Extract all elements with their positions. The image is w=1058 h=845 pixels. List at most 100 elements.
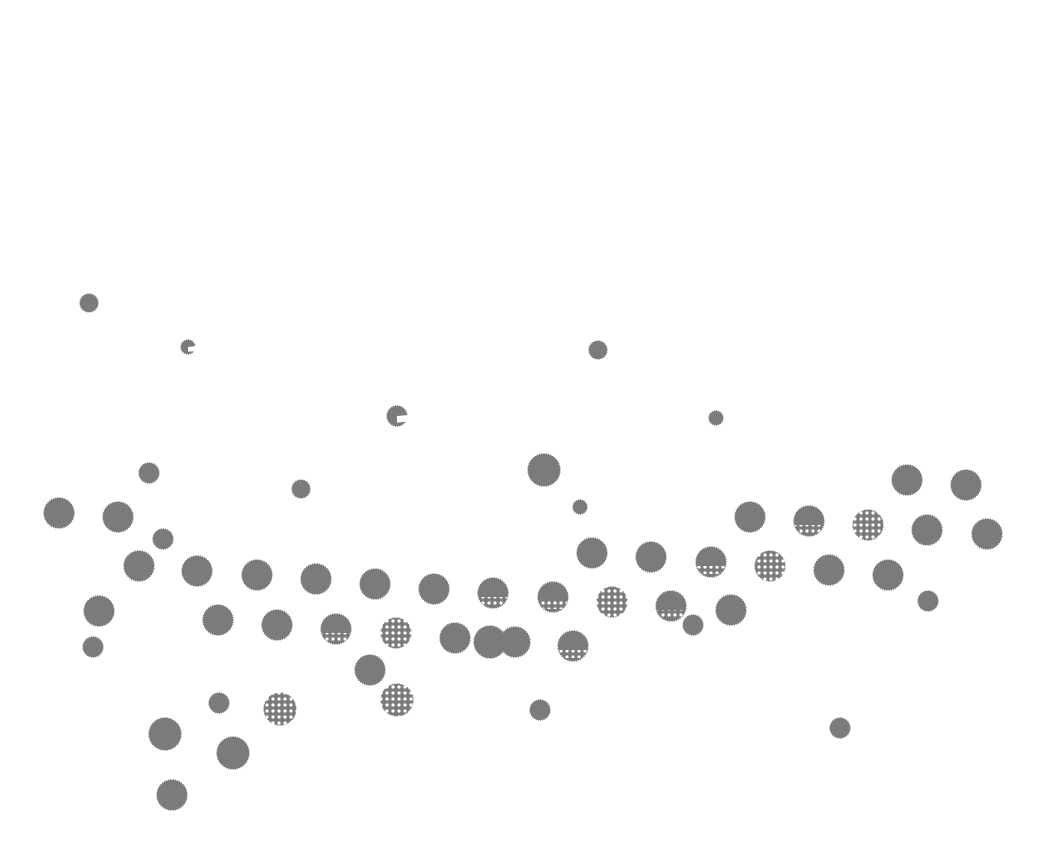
ball-body bbox=[43, 497, 75, 529]
game-ball[interactable] bbox=[911, 514, 943, 546]
ball-body bbox=[499, 626, 531, 658]
game-ball[interactable] bbox=[695, 546, 727, 578]
ball-body bbox=[241, 559, 273, 591]
ball-body bbox=[354, 654, 386, 686]
ball-body bbox=[380, 683, 414, 717]
game-ball[interactable] bbox=[156, 779, 188, 811]
game-ball[interactable] bbox=[43, 497, 75, 529]
game-ball[interactable] bbox=[263, 692, 297, 726]
game-ball[interactable] bbox=[635, 541, 667, 573]
game-ball[interactable] bbox=[596, 586, 628, 618]
game-ball[interactable] bbox=[499, 626, 531, 658]
ball-body bbox=[202, 604, 234, 636]
game-ball[interactable] bbox=[537, 581, 569, 613]
game-ball[interactable] bbox=[181, 555, 213, 587]
ball-damage bbox=[321, 633, 351, 641]
ball-body bbox=[950, 469, 982, 501]
game-ball[interactable] bbox=[386, 405, 409, 427]
ball-body bbox=[734, 501, 766, 533]
game-ball[interactable] bbox=[572, 499, 588, 515]
game-ball[interactable] bbox=[300, 563, 332, 595]
ball-body bbox=[148, 717, 182, 751]
game-ball[interactable] bbox=[152, 528, 174, 550]
ball-body bbox=[181, 555, 213, 587]
game-ball[interactable] bbox=[82, 636, 104, 658]
game-ball[interactable] bbox=[891, 464, 923, 496]
ball-body bbox=[682, 614, 704, 636]
ball-body bbox=[576, 537, 608, 569]
ball-body bbox=[829, 717, 851, 739]
game-ball[interactable] bbox=[872, 559, 904, 591]
game-ball[interactable] bbox=[576, 537, 608, 569]
game-ball[interactable] bbox=[320, 613, 352, 645]
game-ball[interactable] bbox=[202, 604, 234, 636]
game-ball[interactable] bbox=[793, 505, 825, 537]
ball-body bbox=[911, 514, 943, 546]
ball-body bbox=[708, 410, 724, 426]
game-ball[interactable] bbox=[123, 550, 155, 582]
game-ball[interactable] bbox=[588, 340, 608, 360]
game-ball[interactable] bbox=[682, 614, 704, 636]
game-ball[interactable] bbox=[715, 594, 747, 626]
ball-body bbox=[754, 550, 786, 582]
game-ball[interactable] bbox=[380, 683, 414, 717]
game-ball[interactable] bbox=[829, 717, 851, 739]
game-ball[interactable] bbox=[291, 479, 311, 499]
ball-body bbox=[156, 779, 188, 811]
game-ball[interactable] bbox=[557, 630, 589, 662]
game-ball[interactable] bbox=[83, 595, 115, 627]
ball-body bbox=[79, 293, 99, 313]
game-ball[interactable] bbox=[180, 339, 197, 355]
ball-body bbox=[261, 609, 293, 641]
ball-damage bbox=[558, 650, 588, 658]
ball-body bbox=[917, 590, 939, 612]
ball-body bbox=[527, 453, 561, 487]
ball-body bbox=[596, 586, 628, 618]
game-ball[interactable] bbox=[754, 550, 786, 582]
game-ball[interactable] bbox=[950, 469, 982, 501]
game-ball[interactable] bbox=[261, 609, 293, 641]
game-ball[interactable] bbox=[527, 453, 561, 487]
game-ball[interactable] bbox=[473, 625, 507, 659]
game-ball[interactable] bbox=[148, 717, 182, 751]
game-ball[interactable] bbox=[439, 622, 471, 654]
game-ball[interactable] bbox=[917, 590, 939, 612]
game-ball[interactable] bbox=[241, 559, 273, 591]
ball-body bbox=[208, 692, 230, 714]
game-ball[interactable] bbox=[208, 692, 230, 714]
ball-body bbox=[439, 622, 471, 654]
game-ball[interactable] bbox=[359, 568, 391, 600]
game-ball[interactable] bbox=[216, 736, 250, 770]
game-ball[interactable] bbox=[813, 554, 845, 586]
game-ball[interactable] bbox=[655, 590, 687, 622]
ball-body bbox=[380, 617, 412, 649]
ball-body bbox=[473, 625, 507, 659]
game-ball[interactable] bbox=[418, 573, 450, 605]
game-ball[interactable] bbox=[852, 509, 884, 541]
game-ball[interactable] bbox=[138, 462, 160, 484]
ball-body bbox=[852, 509, 884, 541]
ball-body bbox=[138, 462, 160, 484]
game-ball[interactable] bbox=[380, 617, 412, 649]
ball-body bbox=[529, 699, 551, 721]
ball-body bbox=[418, 573, 450, 605]
game-ball[interactable] bbox=[79, 293, 99, 313]
ball-body bbox=[152, 528, 174, 550]
ball-body bbox=[635, 541, 667, 573]
game-ball[interactable] bbox=[708, 410, 724, 426]
game-ball[interactable] bbox=[102, 501, 134, 533]
ball-body bbox=[572, 499, 588, 515]
game-ball[interactable] bbox=[529, 699, 551, 721]
game-ball[interactable] bbox=[354, 654, 386, 686]
ball-body bbox=[216, 736, 250, 770]
ball-damage bbox=[794, 525, 824, 533]
ball-body bbox=[83, 595, 115, 627]
game-ball[interactable] bbox=[734, 501, 766, 533]
game-ball[interactable] bbox=[477, 577, 509, 609]
ball-body bbox=[813, 554, 845, 586]
ball-damage bbox=[478, 597, 508, 605]
game-ball[interactable] bbox=[971, 518, 1003, 550]
ball-damage bbox=[538, 601, 568, 609]
ball-body bbox=[588, 340, 608, 360]
